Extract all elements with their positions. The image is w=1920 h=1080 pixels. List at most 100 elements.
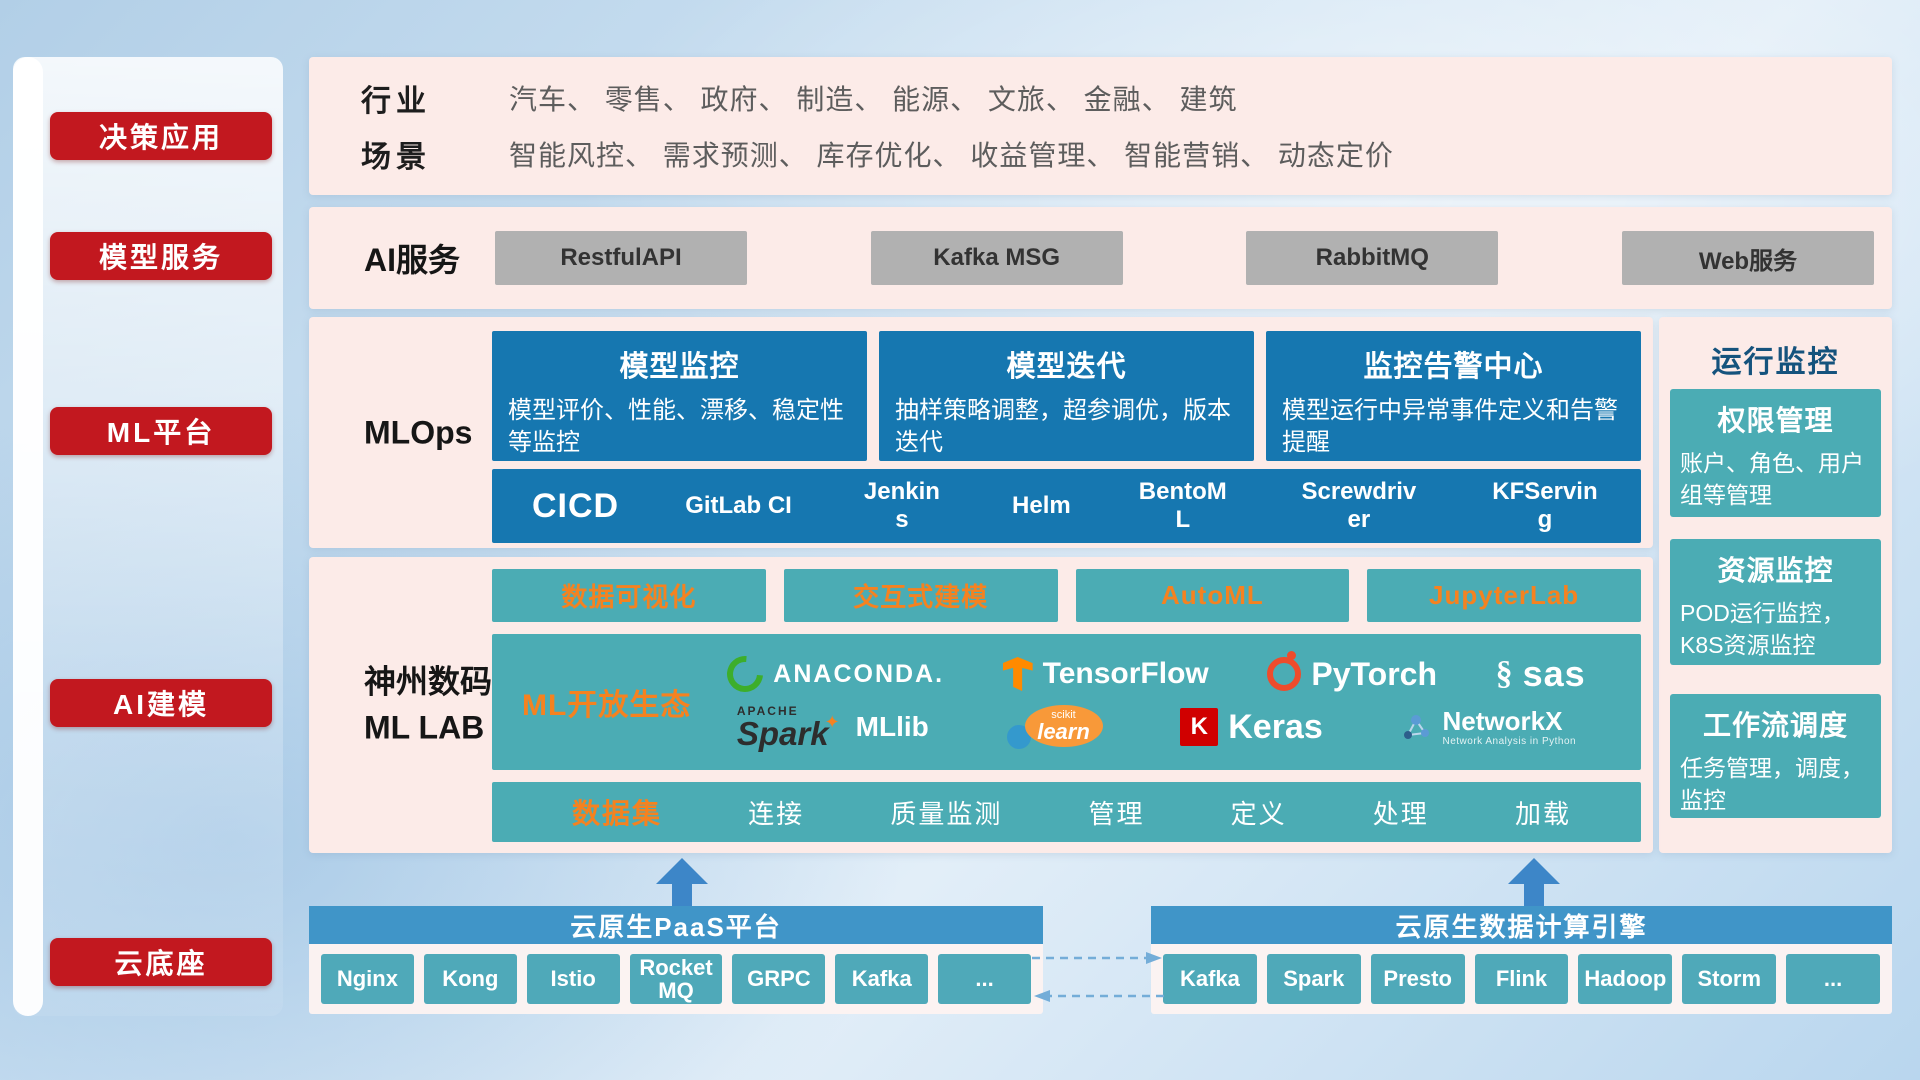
arrow-head bbox=[656, 858, 708, 884]
runtime-monitor-title: 运行监控 bbox=[1711, 346, 1840, 379]
dataset-title: 数据集 bbox=[572, 798, 663, 829]
workflow-scheduler-card: 工作流调度 任务管理，调度，监控 bbox=[1670, 694, 1881, 818]
sidebar-item-ai-modeling: AI建模 bbox=[50, 679, 272, 727]
ml-ecosystem-box: ML开放生态 ANACONDA. TensorFlow PyTorch bbox=[492, 634, 1641, 770]
networkx-icon bbox=[1404, 715, 1430, 739]
dataset-item-manage: 管理 bbox=[1088, 798, 1145, 829]
tool-interactive-modeling: 交互式建模 bbox=[783, 569, 1058, 622]
alert-center-card: 监控告警中心 模型运行中异常事件定义和告警提醒 bbox=[1266, 331, 1641, 461]
sas-text: sas bbox=[1522, 653, 1586, 694]
paas-item-more: ... bbox=[938, 954, 1032, 1004]
sidebar-panel bbox=[13, 57, 283, 1016]
dataset-bar: 数据集 连接 质量监测 管理 定义 处理 加载 bbox=[492, 782, 1641, 842]
sidebar-item-cloud-base: 云底座 bbox=[50, 938, 272, 986]
ml-ecosystem-logos: ANACONDA. TensorFlow PyTorch § sas bbox=[698, 648, 1615, 751]
paas-item-kong: Kong bbox=[423, 954, 517, 1004]
card-title: 权限管理 bbox=[1717, 405, 1834, 436]
tool-automl: AutoML bbox=[1075, 569, 1350, 622]
paas-header: 云原生PaaS平台 bbox=[309, 906, 1043, 944]
engine-item-spark: Spark bbox=[1266, 954, 1361, 1004]
industry-scene-panel: 行业 汽车、 零售、 政府、 制造、 能源、 文旅、 金融、 建筑 场景 智能风… bbox=[309, 57, 1892, 195]
card-title: 工作流调度 bbox=[1702, 710, 1848, 741]
up-arrow-icon bbox=[1508, 858, 1560, 906]
engine-item-presto: Presto bbox=[1370, 954, 1465, 1004]
tensorflow-icon bbox=[1002, 657, 1033, 691]
mlops-cards: 模型监控 模型评价、性能、漂移、稳定性等监控 模型迭代 抽样策略调整，超参调优，… bbox=[492, 331, 1641, 461]
dataset-item-load: 加载 bbox=[1514, 798, 1571, 829]
cicd-item-helm: Helm bbox=[1012, 492, 1071, 520]
mllab-tools-row: 数据可视化 交互式建模 AutoML JupyterLab bbox=[492, 569, 1641, 622]
card-title: 模型监控 bbox=[619, 351, 740, 383]
card-title: 模型迭代 bbox=[1006, 351, 1127, 383]
keras-text: Keras bbox=[1228, 707, 1323, 746]
scikit-learn-icon: scikit learn bbox=[1006, 703, 1103, 751]
anaconda-text: ANACONDA. bbox=[773, 659, 945, 688]
spark-apache-text: APACHE bbox=[736, 703, 799, 718]
card-desc: 抽样策略调整，超参调优，版本迭代 bbox=[895, 397, 1231, 457]
dataset-item-connect: 连接 bbox=[748, 798, 805, 829]
paas-item-nginx: Nginx bbox=[321, 954, 414, 1004]
ai-service-chip-rabbitmq: RabbitMQ bbox=[1246, 231, 1499, 285]
networkx-text: NetworkX bbox=[1442, 706, 1563, 737]
industry-value: 汽车、 零售、 政府、 制造、 能源、 文旅、 金融、 建筑 bbox=[509, 83, 1238, 115]
dataset-item-process: 处理 bbox=[1372, 798, 1429, 829]
card-desc: 账户、角色、用户组等管理 bbox=[1680, 450, 1864, 509]
sidebar-strip bbox=[13, 57, 43, 1016]
card-title: 监控告警中心 bbox=[1363, 351, 1544, 383]
cicd-title: CICD bbox=[532, 486, 620, 525]
ai-service-chip-web: Web服务 bbox=[1621, 231, 1874, 285]
pytorch-text: PyTorch bbox=[1311, 655, 1437, 692]
sas-logo: § sas bbox=[1496, 653, 1586, 695]
sidebar-item-decision-app: 决策应用 bbox=[50, 112, 272, 160]
spark-text: Spark bbox=[736, 714, 829, 752]
paas-item-istio: Istio bbox=[526, 954, 620, 1004]
sidebar-item-model-service: 模型服务 bbox=[50, 232, 272, 280]
cicd-item-screwdriver: Screwdriver bbox=[1301, 478, 1417, 533]
paas-item-rocketmq: RocketMQ bbox=[629, 954, 723, 1004]
logos-row-1: ANACONDA. TensorFlow PyTorch § sas bbox=[698, 648, 1615, 700]
cicd-item-kfserving: KFServing bbox=[1492, 478, 1598, 533]
logos-row-2: APACHE Spark ✦ MLlib scikit bbox=[698, 703, 1615, 751]
engine-item-more: ... bbox=[1786, 954, 1881, 1004]
cicd-item-gitlab-ci: GitLab CI bbox=[685, 492, 792, 520]
mllab-label-line1: 神州数码 bbox=[364, 663, 493, 700]
engine-item-storm: Storm bbox=[1682, 954, 1777, 1004]
tensorflow-text: TensorFlow bbox=[1042, 657, 1209, 690]
card-title: 资源监控 bbox=[1717, 555, 1834, 586]
dataset-item-define: 定义 bbox=[1230, 798, 1287, 829]
sidebar-item-ml-platform: ML平台 bbox=[50, 407, 272, 455]
scikit-learn-text: learn bbox=[1037, 718, 1090, 744]
keras-logo: K Keras bbox=[1180, 708, 1323, 747]
card-desc: 模型运行中异常事件定义和告警提醒 bbox=[1282, 397, 1618, 457]
ai-service-buttons: RestfulAPI Kafka MSG RabbitMQ Web服务 bbox=[495, 207, 1874, 309]
cicd-item-jenkins: Jenkins bbox=[863, 478, 940, 533]
spark-star-icon: ✦ bbox=[824, 711, 840, 732]
pytorch-logo: PyTorch bbox=[1267, 651, 1437, 693]
dataset-item-quality: 质量监测 bbox=[890, 798, 1003, 829]
paas-band: Nginx Kong Istio RocketMQ GRPC Kafka ... bbox=[309, 944, 1043, 1014]
mlops-panel: MLOps 模型监控 模型评价、性能、漂移、稳定性等监控 模型迭代 抽样策略调整… bbox=[309, 317, 1653, 548]
mllib-text: MLlib bbox=[855, 711, 929, 742]
keras-icon: K bbox=[1180, 708, 1219, 746]
dashed-arrow-left-icon bbox=[1034, 990, 1164, 1002]
model-monitor-card: 模型监控 模型评价、性能、漂移、稳定性等监控 bbox=[492, 331, 867, 461]
anaconda-icon bbox=[719, 648, 771, 700]
mllab-label: 神州数码 ML LAB bbox=[364, 659, 492, 752]
engine-item-hadoop: Hadoop bbox=[1578, 954, 1673, 1004]
arrow-head bbox=[1508, 858, 1560, 884]
arrow-stem bbox=[1524, 884, 1544, 906]
ml-ecosystem-title: ML开放生态 bbox=[522, 689, 692, 722]
engine-item-kafka: Kafka bbox=[1163, 954, 1257, 1004]
scikit-small-text: scikit bbox=[1051, 708, 1076, 721]
scene-label: 场景 bbox=[361, 141, 431, 175]
up-arrow-icon bbox=[656, 858, 708, 906]
data-engine-header: 云原生数据计算引擎 bbox=[1151, 906, 1892, 944]
permission-card: 权限管理 账户、角色、用户组等管理 bbox=[1670, 389, 1881, 517]
pytorch-icon bbox=[1267, 651, 1302, 691]
mlops-label: MLOps bbox=[364, 414, 473, 450]
sas-icon: § bbox=[1495, 655, 1513, 692]
card-desc: 模型评价、性能、漂移、稳定性等监控 bbox=[508, 397, 844, 457]
data-engine-band: Kafka Spark Presto Flink Hadoop Storm ..… bbox=[1151, 944, 1892, 1014]
industry-row: 行业 汽车、 零售、 政府、 制造、 能源、 文旅、 金融、 建筑 bbox=[309, 76, 1892, 120]
model-iteration-card: 模型迭代 抽样策略调整，超参调优，版本迭代 bbox=[879, 331, 1254, 461]
